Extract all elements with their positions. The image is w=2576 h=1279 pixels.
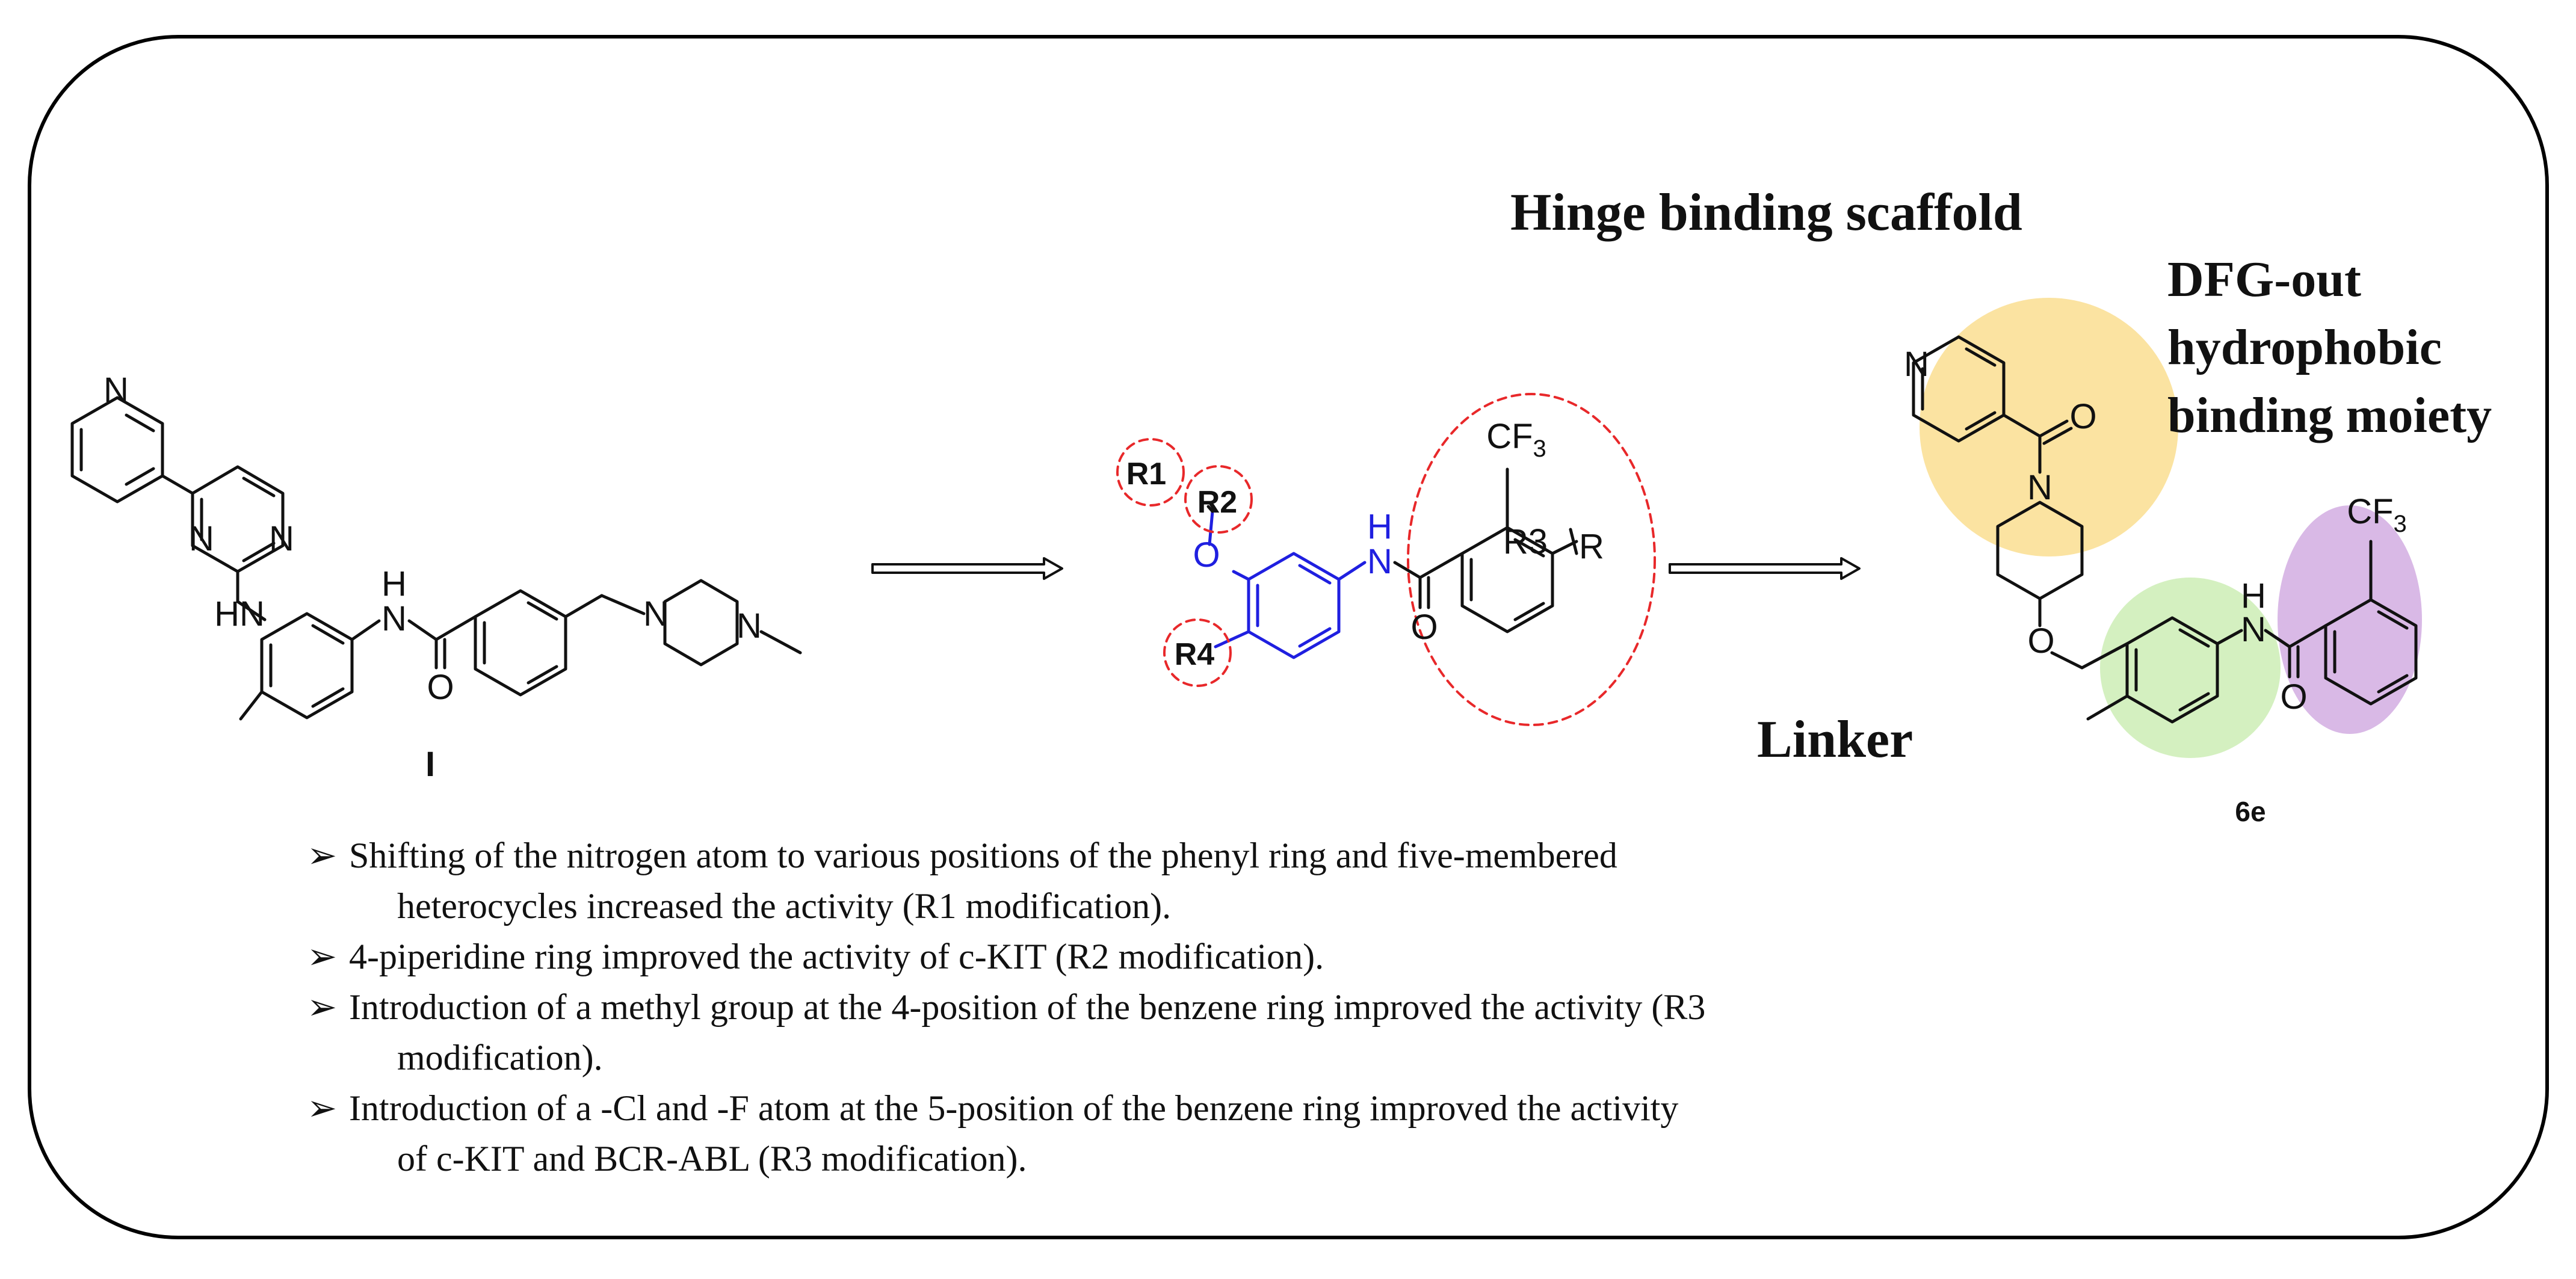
label-dfg-line1: DFG-out	[2167, 251, 2361, 307]
atom-o-generic: O	[1193, 535, 1220, 575]
atom-n-pyridine-6e: N	[1904, 345, 1929, 384]
label-r2: R2	[1197, 485, 1237, 520]
dfg-highlight	[2278, 505, 2422, 734]
bullet-item-2: ➢ 4-piperidine ring improved the activity…	[307, 931, 2112, 982]
bullet-text-line: Introduction of a methyl group at the 4-…	[349, 987, 1706, 1027]
bullet-text-continuation: modification).	[397, 1038, 603, 1077]
atom-n-pyrimidine-b: N	[269, 519, 294, 558]
atom-o-amide-i: O	[427, 668, 454, 707]
bullet-arrow-marker: ➢	[307, 836, 338, 875]
atom-n-piperazine-b: N	[737, 606, 762, 646]
compound-label-i: I	[425, 745, 435, 784]
label-dfg-line2: hydrophobic	[2167, 319, 2442, 375]
atom-o-carbonyl-generic: O	[1410, 608, 1438, 647]
bullet-item-1: ➢ Shifting of the nitrogen atom to variou…	[307, 830, 2112, 931]
atom-n-amide-generic: N	[1367, 542, 1392, 581]
group-cf3-6e: CF3	[2347, 492, 2407, 537]
compound-label-6e: 6e	[2235, 796, 2266, 827]
rounded-frame	[28, 35, 2549, 1239]
group-cf3-generic: CF3	[1486, 417, 1546, 462]
bullet-text-continuation: heterocycles increased the activity (R1 …	[397, 886, 1172, 926]
bullet-text-line: Shifting of the nitrogen atom to various…	[349, 836, 1617, 875]
atom-n-piperazine-a: N	[643, 594, 669, 633]
atom-n-piperidine-6e: N	[2027, 468, 2052, 507]
bullet-text-line: 4-piperidine ring improved the activity …	[349, 937, 1324, 976]
arrow-2	[1669, 557, 1861, 580]
atom-o-carbonyl-6e: O	[2069, 397, 2096, 436]
hinge-highlight	[1920, 298, 2178, 556]
bullet-arrow-marker: ➢	[307, 937, 338, 976]
arrow-1	[871, 557, 1063, 580]
atom-o-amide-6e: O	[2280, 677, 2307, 717]
linker-highlight	[2100, 578, 2281, 758]
bullet-arrow-marker: ➢	[307, 987, 338, 1027]
bullet-text-continuation: of c-KIT and BCR-ABL (R3 modification).	[397, 1139, 1027, 1179]
compound-i-structure	[70, 396, 802, 721]
label-r3: R3	[1503, 522, 1548, 561]
atom-n-pyridine-i: N	[103, 371, 129, 410]
atom-n-pyrimidine-a: N	[189, 519, 214, 558]
atom-hn-i: HN	[214, 594, 265, 633]
compound-6e-structure	[1912, 298, 2422, 758]
bullet-item-3: ➢ Introduction of a methyl group at the 4…	[307, 982, 2112, 1083]
label-hinge-binding-scaffold: Hinge binding scaffold	[1510, 183, 2022, 242]
atom-h-amide-generic: H	[1367, 507, 1392, 546]
atom-o-ether-6e: O	[2027, 621, 2054, 661]
bullet-text-line: Introduction of a -Cl and -F atom at the…	[349, 1088, 1679, 1128]
bullet-arrow-marker: ➢	[307, 1088, 338, 1128]
generic-scaffold-structure	[1116, 393, 1656, 726]
label-r1: R1	[1126, 457, 1166, 492]
atom-n-amide-6e: N	[2241, 610, 2266, 649]
atom-n-amide-i: N	[381, 599, 407, 638]
atom-h-amide-i: H	[381, 564, 407, 603]
label-r4: R4	[1175, 637, 1215, 672]
bullet-item-4: ➢ Introduction of a -Cl and -F atom at th…	[307, 1083, 2112, 1184]
sar-bullet-list: ➢ Shifting of the nitrogen atom to variou…	[307, 830, 2112, 1184]
label-r: R	[1579, 527, 1604, 566]
label-linker: Linker	[1757, 710, 1913, 769]
label-dfg-line3: binding moiety	[2167, 387, 2492, 443]
atom-h-amide-6e: H	[2241, 576, 2266, 615]
